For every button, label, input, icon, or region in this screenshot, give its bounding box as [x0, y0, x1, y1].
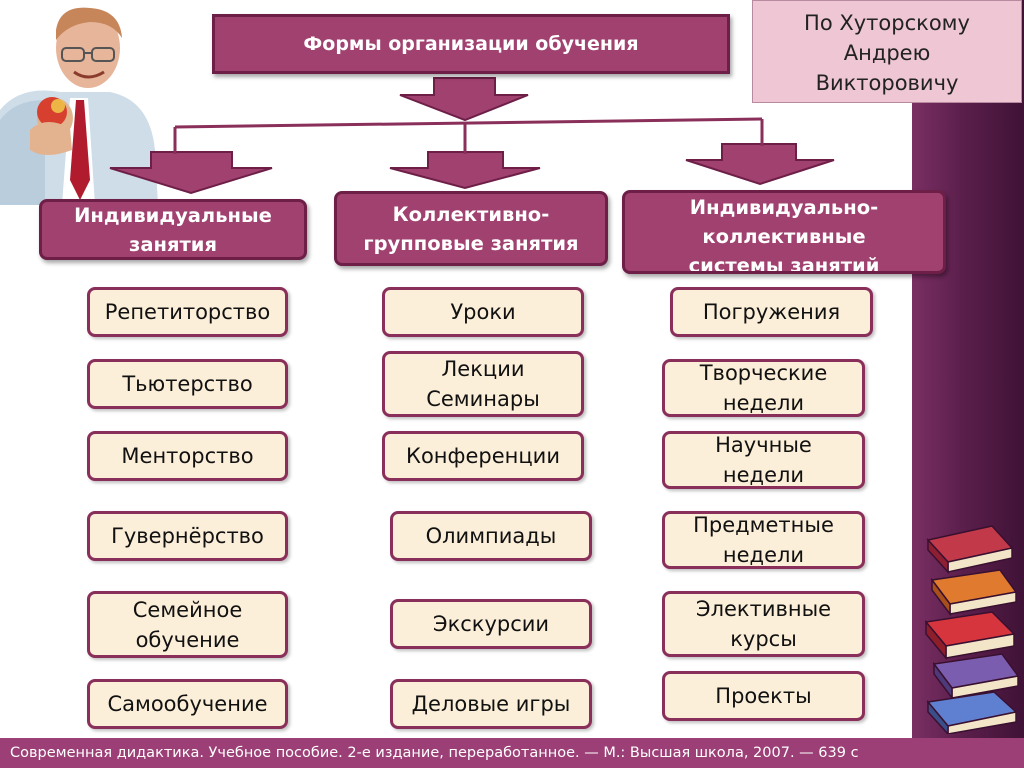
- item-label: Погружения: [702, 300, 841, 324]
- category-line: системы занятий: [688, 254, 880, 274]
- item-box: Олимпиады: [390, 511, 592, 561]
- item-box: Элективные курсы: [662, 591, 865, 657]
- item-box: Творческие недели: [662, 359, 865, 417]
- category-line: занятия: [129, 232, 217, 256]
- item-label: курсы: [730, 627, 797, 651]
- item-label: недели: [722, 543, 805, 567]
- item-box: Предметные недели: [662, 511, 865, 569]
- item-box: Менторство: [87, 431, 288, 481]
- item-box: Научные недели: [662, 431, 865, 489]
- item-label: обучение: [135, 627, 240, 652]
- item-label: Элективные: [695, 597, 832, 621]
- item-label: Менторство: [121, 444, 254, 468]
- item-label: Самообучение: [107, 692, 268, 716]
- item-box: Репетиторство: [87, 287, 288, 337]
- diagram-title: Формы организации обучения: [212, 14, 730, 74]
- arrow-down-icon: [109, 151, 273, 195]
- item-label: Тьютерство: [122, 372, 253, 396]
- item-box: Конференции: [382, 431, 584, 481]
- author-line: По Хуторскому: [804, 11, 970, 35]
- item-label: недели: [722, 463, 805, 487]
- category-collective-group: Коллективно- групповые занятия: [334, 191, 608, 266]
- category-individual-collective: Индивидуально- коллективные системы заня…: [622, 190, 946, 274]
- item-label: недели: [722, 391, 805, 415]
- books-illustration: [924, 525, 1020, 734]
- item-box: Гувернёрство: [87, 511, 288, 561]
- arrow-down-icon: [399, 77, 529, 122]
- item-label: Гувернёрство: [111, 524, 264, 548]
- item-label: Экскурсии: [432, 612, 550, 636]
- item-label: Научные: [715, 433, 812, 457]
- category-line: групповые занятия: [363, 231, 579, 255]
- item-label: Олимпиады: [425, 524, 557, 548]
- author-line: Викторовичу: [815, 71, 959, 95]
- arrow-down-icon: [389, 151, 541, 190]
- connector-arrows: [109, 77, 835, 195]
- footer-citation: Современная дидактика. Учебное пособие. …: [0, 738, 1024, 768]
- item-label: Творческие: [699, 361, 828, 385]
- item-label: Предметные: [693, 513, 834, 537]
- item-box: Деловые игры: [390, 679, 592, 729]
- item-label: Семинары: [426, 387, 540, 411]
- category-line: Индивидуально-: [689, 196, 879, 219]
- category-line: Коллективно-: [392, 202, 550, 226]
- arrow-down-icon: [685, 143, 835, 186]
- item-box: Уроки: [382, 287, 584, 337]
- item-box: Экскурсии: [390, 599, 592, 649]
- category-line: коллективные: [702, 225, 866, 248]
- item-label: Лекции: [441, 357, 525, 381]
- item-box: Самообучение: [87, 679, 288, 729]
- item-box: Проекты: [662, 671, 865, 721]
- item-label: Семейное: [132, 597, 243, 622]
- category-line: Индивидуальные: [74, 203, 272, 227]
- author-line: Андрею: [843, 41, 931, 65]
- category-individual: Индивидуальные занятия: [39, 199, 307, 260]
- item-label: Проекты: [715, 684, 812, 708]
- author-box: По Хуторскому Андрею Викторовичу: [752, 0, 1022, 103]
- item-box: Семейное обучение: [87, 591, 288, 658]
- item-box: Погружения: [670, 287, 873, 337]
- item-label: Конференции: [406, 444, 560, 468]
- item-label: Репетиторство: [104, 300, 271, 324]
- author-photo: [0, 0, 160, 205]
- connector-line: [174, 117, 763, 129]
- item-label: Деловые игры: [411, 692, 571, 716]
- item-box: Тьютерство: [87, 359, 288, 409]
- item-label: Уроки: [450, 300, 516, 324]
